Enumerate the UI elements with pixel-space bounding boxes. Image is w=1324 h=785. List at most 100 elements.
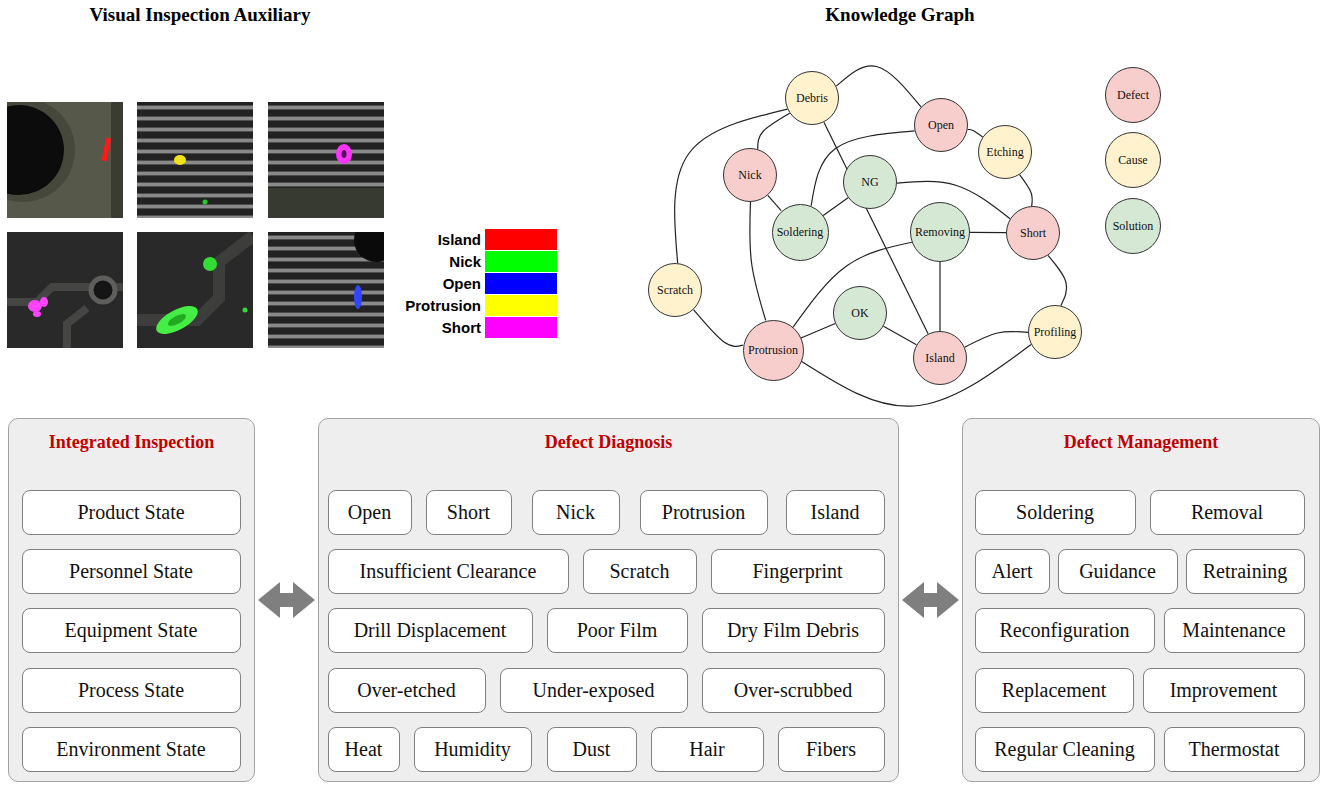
- item-box: Under-exposed: [500, 668, 688, 713]
- node-label: Humidity: [434, 738, 511, 761]
- legend-text: Open: [443, 273, 481, 294]
- graph-node: Short: [1006, 206, 1060, 260]
- defect-mark: [336, 144, 352, 164]
- defect-mark: [40, 297, 48, 307]
- graph-node: Nick: [723, 148, 777, 202]
- node-label: Environment State: [56, 738, 205, 761]
- item-box: Protrusion: [640, 490, 768, 535]
- node-label: Regular Cleaning: [994, 738, 1135, 761]
- graph-node: Profiling: [1028, 305, 1082, 359]
- item-box: Retraining: [1186, 549, 1305, 594]
- legend-entry: Solution: [1105, 198, 1161, 254]
- node-label: Short: [447, 501, 490, 524]
- defect-mark: [152, 300, 202, 339]
- legend-swatch: [485, 317, 557, 338]
- node-label: Scratch: [657, 283, 693, 298]
- item-box: Scratch: [583, 549, 697, 594]
- node-label: Protrusion: [748, 343, 798, 358]
- legend-text: Short: [442, 317, 481, 338]
- node-label: Island: [811, 501, 860, 524]
- panel-heading: Defect Management: [963, 419, 1319, 453]
- panel-heading: Defect Diagnosis: [319, 419, 898, 453]
- legend-swatch: Cause: [1105, 132, 1161, 188]
- node-label: Hair: [689, 738, 725, 761]
- graph-link: [694, 310, 743, 347]
- graph-link: [939, 262, 940, 331]
- graph-node: OK: [833, 286, 887, 340]
- item-box: Removal: [1150, 490, 1305, 535]
- defect-mark: [33, 311, 41, 317]
- item-box: Dust: [547, 727, 637, 772]
- node-label: Reconfiguration: [1000, 619, 1130, 642]
- item-box: Over-scrubbed: [702, 668, 885, 713]
- section-title: Visual Inspection Auxiliary: [89, 4, 310, 26]
- legend-entry: Nick: [281, 251, 557, 272]
- graph-link: [823, 198, 848, 216]
- item-box: Improvement: [1143, 668, 1305, 713]
- node-label: Process State: [78, 679, 184, 702]
- graph-link: [968, 129, 983, 136]
- graph-node: Debris: [785, 71, 839, 125]
- defect-mark: [203, 257, 217, 271]
- graph-link: [801, 324, 835, 338]
- node-label: Soldering: [1016, 501, 1094, 524]
- graph-link: [750, 202, 766, 320]
- item-box: Regular Cleaning: [975, 727, 1155, 772]
- inspection-photo: [137, 232, 253, 348]
- section-panel: Defect ManagementSoldering RemovalAlert Gu…: [962, 418, 1320, 782]
- legend-entry: Short: [281, 317, 557, 338]
- node-label: Insufficient Clearance: [360, 560, 537, 583]
- item-box: Personnel State: [22, 549, 241, 594]
- legend-swatch: [485, 251, 557, 272]
- inspection-photo: [268, 102, 384, 218]
- node-label: OK: [851, 306, 868, 321]
- defect-mark: [354, 285, 362, 309]
- inspection-photo: [7, 232, 123, 348]
- item-box: Insufficient Clearance: [328, 549, 569, 594]
- node-label: Nick: [556, 501, 595, 524]
- node-label: Over-scrubbed: [734, 679, 852, 702]
- node-label: Equipment State: [65, 619, 198, 642]
- node-label: Heat: [345, 738, 383, 761]
- legend-swatch: Solution: [1105, 198, 1161, 254]
- node-label: Improvement: [1170, 679, 1278, 702]
- node-label: Island: [925, 351, 954, 366]
- node-label: Removal: [1191, 501, 1263, 524]
- flow-arrow: [258, 582, 315, 618]
- item-box: Replacement: [975, 668, 1134, 713]
- node-label: Over-etched: [357, 679, 455, 702]
- defect-mark: [203, 200, 208, 205]
- item-box: Fingerprint: [711, 549, 885, 594]
- inspection-photo: [0, 98, 123, 218]
- item-box: Reconfiguration: [975, 608, 1155, 653]
- node-label: Etching: [986, 145, 1023, 160]
- legend-swatch: [485, 273, 557, 294]
- node-label: Guidance: [1079, 560, 1156, 583]
- defect-mark: [102, 138, 112, 162]
- item-box: Heat: [328, 727, 400, 772]
- legend-entry: Island: [281, 229, 557, 250]
- node-label: Retraining: [1203, 560, 1287, 583]
- legend-text: Island: [438, 229, 481, 250]
- item-box: Guidance: [1058, 549, 1178, 594]
- defect-mark: [28, 300, 42, 312]
- node-label: Removing: [915, 225, 965, 240]
- item-box: Process State: [22, 668, 241, 713]
- item-box: Alert: [975, 549, 1050, 594]
- item-box: Dry Film Debris: [702, 608, 885, 653]
- node-label: Debris: [796, 91, 828, 106]
- item-box: Environment State: [22, 727, 241, 772]
- graph-link: [965, 331, 1028, 347]
- node-label: Personnel State: [69, 560, 193, 583]
- defect-mark: [243, 308, 248, 313]
- flow-arrow: [902, 582, 959, 618]
- item-box: Product State: [22, 490, 241, 535]
- graph-link: [1020, 175, 1033, 206]
- node-label: Thermostat: [1188, 738, 1279, 761]
- section-title: Knowledge Graph: [825, 4, 974, 26]
- item-box: Thermostat: [1164, 727, 1305, 772]
- graph-node: Removing: [910, 202, 970, 262]
- inspection-photo: [137, 102, 253, 218]
- node-label: Protrusion: [662, 501, 745, 524]
- item-box: Short: [426, 490, 512, 535]
